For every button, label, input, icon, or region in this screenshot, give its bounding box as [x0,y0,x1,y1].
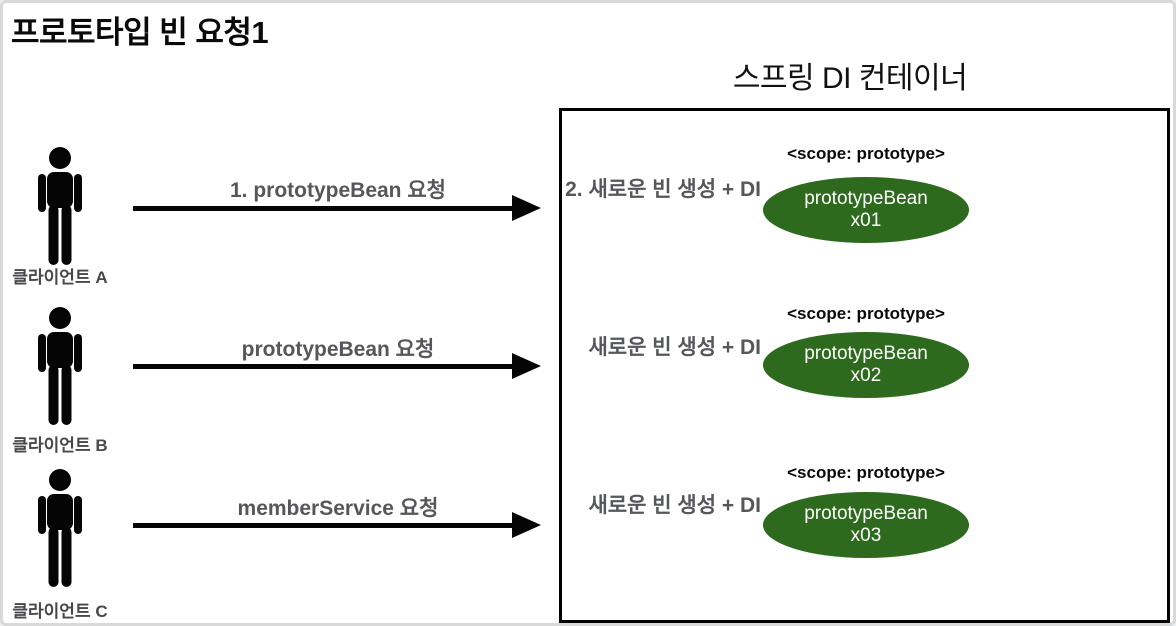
scope-label: <scope: prototype> [787,463,945,482]
request-arrow [133,364,515,369]
bean-name: prototypeBean [804,503,928,524]
request-arrow [133,206,515,211]
di-container-title: 스프링 DI 컨테이너 [732,62,968,95]
person-icon [38,307,82,425]
request-label: prototypeBean 요청 [241,338,435,361]
bean-instance: x03 [850,525,882,546]
client-a-label: 클라이언트 A [12,268,108,287]
client-c-label: 클라이언트 C [12,602,108,621]
person-icon [38,147,82,265]
client-b-label: 클라이언트 B [12,436,108,455]
prototype-bean-node: prototypeBean x03 [763,492,969,558]
spring-di-container-box [559,108,1170,623]
request-arrow-head [512,512,541,538]
create-bean-label: 새로운 빈 생성 + DI [588,336,761,359]
bean-instance: x01 [850,210,882,231]
person-icon [38,469,82,587]
prototype-bean-node: prototypeBean x02 [763,332,969,398]
request-arrow-head [512,195,541,221]
bean-name: prototypeBean [804,188,928,209]
scope-label: <scope: prototype> [787,144,945,163]
create-bean-label: 새로운 빈 생성 + DI [588,494,761,517]
prototype-bean-node: prototypeBean x01 [763,177,969,243]
request-arrow [133,523,515,528]
request-label: memberService 요청 [237,497,439,520]
scope-label: <scope: prototype> [787,304,945,323]
create-bean-label: 2. 새로운 빈 생성 + DI [565,178,761,201]
page-title: 프로토타입 빈 요청1 [11,15,269,50]
bean-name: prototypeBean [804,343,928,364]
request-arrow-head [512,353,541,379]
bean-instance: x02 [850,365,882,386]
request-label: 1. prototypeBean 요청 [229,179,446,202]
